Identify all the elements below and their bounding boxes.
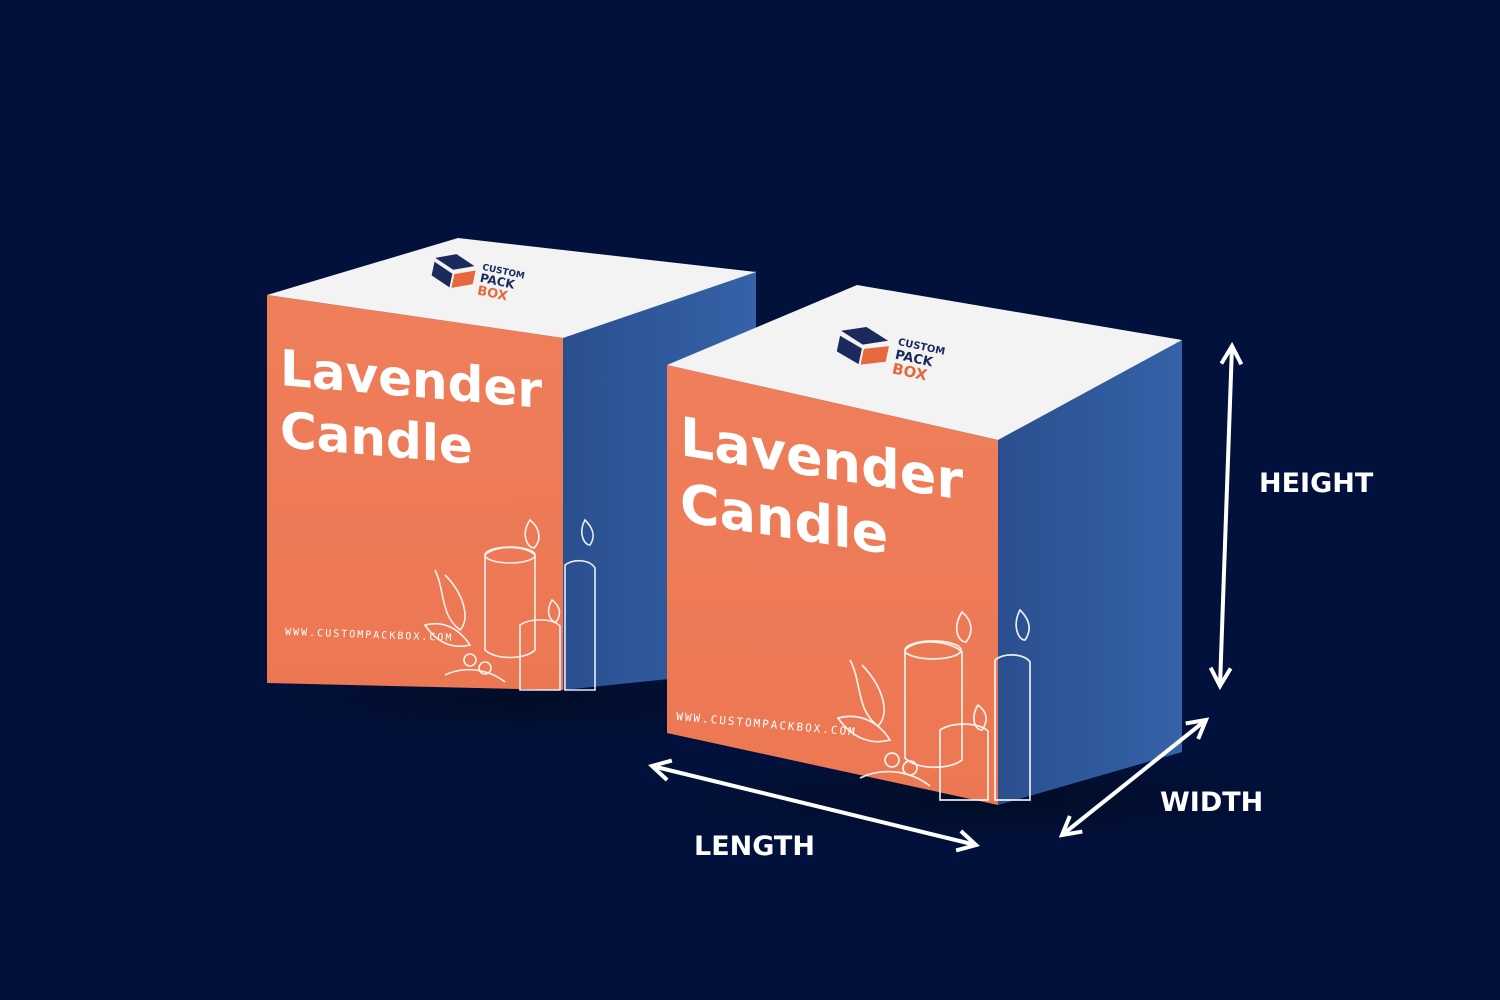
box-1-top-face — [267, 238, 756, 338]
length-arrow-icon — [652, 766, 976, 845]
candle-illustration-icon — [423, 518, 596, 691]
dimension-arrows: HEIGHT WIDTH LENGTH — [652, 346, 1374, 862]
box-2-front-face — [667, 365, 998, 805]
box-2-top-face — [667, 285, 1182, 440]
width-label: WIDTH — [1160, 787, 1263, 818]
box-1-front-face — [267, 295, 563, 690]
length-label: LENGTH — [694, 831, 815, 862]
height-arrow-icon — [1220, 346, 1232, 686]
box-1-logo: CUSTOM PACK BOX — [431, 254, 526, 304]
candle-box-2: CUSTOM PACK BOX Lavender Candle WWW.CUST… — [660, 285, 1320, 845]
box-2-side-face — [998, 340, 1182, 805]
box-1-logo-line3: BOX — [476, 283, 509, 304]
width-arrow-icon — [1062, 720, 1206, 835]
height-label: HEIGHT — [1259, 468, 1374, 499]
